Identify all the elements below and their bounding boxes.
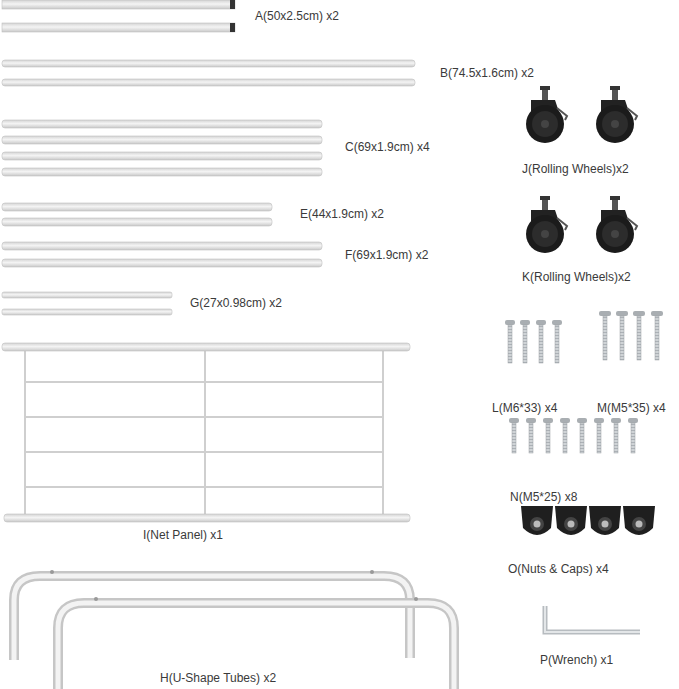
part-label: O(Nuts & Caps) x4 xyxy=(508,562,609,576)
part-label: P(Wrench) x1 xyxy=(540,653,613,667)
part-label: M(M5*35) x4 xyxy=(597,401,666,415)
part-label: E(44x1.9cm) x2 xyxy=(300,207,384,221)
part-label: B(74.5x1.6cm) x2 xyxy=(440,66,534,80)
part-label: K(Rolling Wheels)x2 xyxy=(522,270,631,284)
part-label: H(U-Shape Tubes) x2 xyxy=(160,671,276,685)
part-label: C(69x1.9cm) x4 xyxy=(345,140,430,154)
part-label: L(M6*33) x4 xyxy=(492,401,557,415)
part-label: A(50x2.5cm) x2 xyxy=(255,9,339,23)
part-label: N(M5*25) x8 xyxy=(510,490,577,504)
part-label: I(Net Panel) x1 xyxy=(143,528,223,542)
part-label: F(69x1.9cm) x2 xyxy=(345,248,428,262)
part-label: G(27x0.98cm) x2 xyxy=(190,296,282,310)
part-label: J(Rolling Wheels)x2 xyxy=(522,162,629,176)
